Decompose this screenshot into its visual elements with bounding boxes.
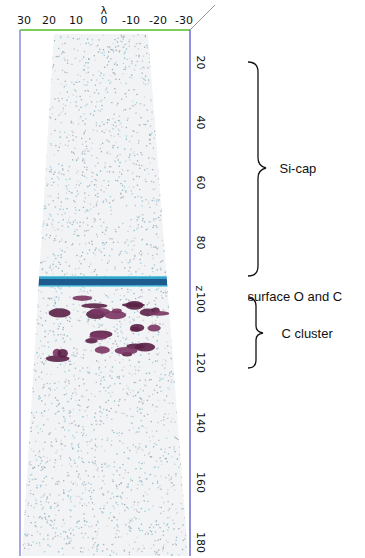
axis-tick-label: 20 — [195, 55, 206, 69]
axis-tick-label: 140 — [195, 412, 206, 433]
annotation-label: surface O and C — [248, 290, 343, 303]
right-axis — [189, 30, 191, 556]
left-axis — [19, 30, 21, 556]
axis-tick-label: 180 — [195, 532, 206, 553]
axis-tick-label: -10 — [122, 15, 140, 26]
specimen-volume — [22, 34, 188, 556]
axis-corner — [190, 5, 215, 30]
axis-tick-label: 40 — [195, 115, 206, 129]
axis-tick-label: 120 — [195, 352, 206, 373]
axis-tick-label: -20 — [149, 15, 167, 26]
annotation-label: Si-cap — [280, 162, 317, 175]
axis-tick-label: 20 — [42, 15, 56, 26]
axis-tick-label: 30 — [17, 15, 31, 26]
axis-tick-label: 100 — [195, 292, 206, 313]
si-cap-bracket — [248, 62, 266, 276]
surface-layer — [20, 276, 190, 287]
carbon-clusters — [46, 296, 170, 362]
axis-tick-label: 0 — [101, 15, 108, 26]
axis-tick-label: 160 — [195, 472, 206, 493]
axis-tick-label: 10 — [69, 15, 83, 26]
atom-dots — [20, 34, 191, 556]
annotation-label: C cluster — [282, 327, 333, 340]
axis-tick-label: 80 — [195, 235, 206, 249]
top-axis — [20, 29, 190, 31]
axis-tick-label: 60 — [195, 175, 206, 189]
cluster-bracket — [248, 298, 263, 368]
axis-tick-label: -30 — [175, 15, 193, 26]
axis-tick-label: z — [194, 285, 205, 291]
